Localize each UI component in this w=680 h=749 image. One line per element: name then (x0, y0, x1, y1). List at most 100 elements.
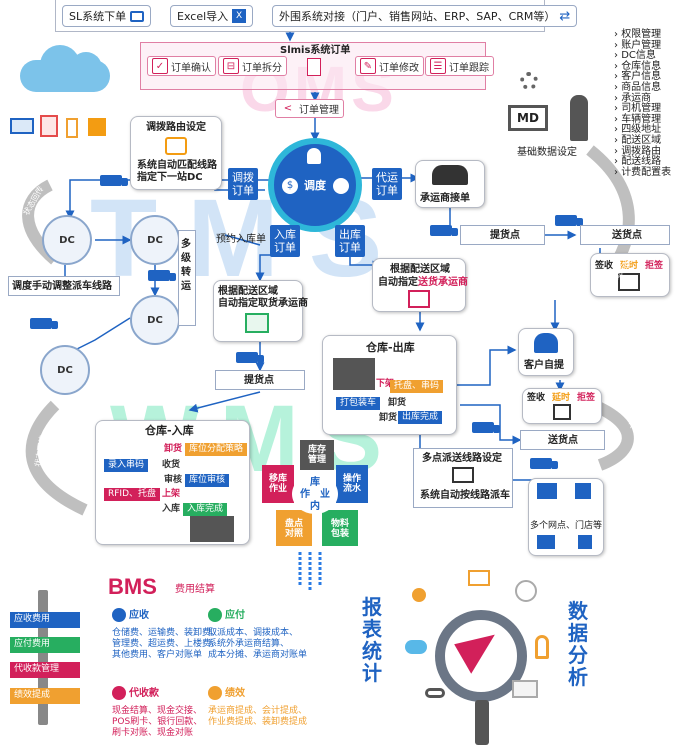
carrier-label: 承运商接单 (420, 193, 470, 204)
order-modify-label: 订单修改 (379, 62, 419, 74)
pickup-label-mid: 提货点 (244, 375, 274, 386)
sl-order-button[interactable]: SL系统下单 (62, 5, 152, 27)
truck-icon (430, 225, 458, 236)
delivery-bar-mid (520, 430, 605, 450)
region-delivery-label-c: 送货承运商 (418, 277, 468, 288)
receivable-items: 仓储费、运输费、装卸费、 管理费、超运费、上楼费、 其他费用、客户对账单 (112, 628, 221, 660)
region-delivery-label-a: 根据配送区域 (390, 264, 450, 275)
master-item: 权限管理 (614, 29, 671, 41)
manual-adjust-box (8, 276, 120, 296)
computer-icon (130, 10, 145, 22)
sl-order-label: SL系统下单 (69, 10, 127, 23)
order-confirm-button[interactable]: ✓订单确认 (147, 56, 216, 76)
multi-transfer-box (178, 230, 196, 326)
magnifier-handle (475, 700, 489, 745)
payable-icon (208, 608, 222, 622)
delivery-label-top: 送货点 (612, 230, 642, 241)
house-icon (578, 535, 592, 549)
multi-route-title: 多点派送线路设定 (422, 453, 502, 464)
pickup-bar-mid (215, 370, 305, 390)
multi-route-desc: 系统自动按线路派车 (420, 490, 510, 501)
truck-icon (148, 270, 176, 281)
globe-icon (515, 580, 537, 602)
route-setting-title: 调拨路由设定 (146, 122, 206, 133)
data-analysis-label: 数 据 分 析 (568, 599, 588, 689)
bms-subtitle: 费用结算 (175, 584, 215, 595)
md-board-icon: MD (508, 105, 548, 131)
order-manage-button[interactable]: <订单管理 (275, 99, 344, 118)
report-stats-label: 报 表 统 计 (362, 595, 382, 685)
store-icon (537, 535, 555, 549)
unshelve-tag: 下架 (376, 379, 395, 389)
scan-serial-tag: 录入串码 (104, 459, 149, 472)
receive-tag: 收货 (162, 460, 181, 470)
sign-doc-icon (618, 273, 640, 291)
warehouse-ops-center: 库 作 业 内 (292, 474, 338, 514)
kpi-items: 承运商提成、会计提成、 作业费提成、装卸费提成 (208, 706, 308, 727)
dc-node: DC (130, 295, 180, 345)
pickup-label-top: 提货点 (490, 230, 520, 241)
payable-items: 取派成本、调拨成本、 系统外承运商结算、 成本分摊、承运商对账单 (208, 628, 308, 660)
order-track-button[interactable]: ☰订单跟踪 (425, 56, 494, 76)
network-icon (452, 467, 474, 483)
share-icon: < (283, 103, 293, 114)
cod-icon (112, 686, 126, 700)
pencil-icon: ✎ (360, 58, 376, 74)
move-stock-segment: 移库 作业 (262, 465, 294, 503)
region-delivery-card (372, 258, 466, 312)
master-item: 调拨路由 (614, 146, 671, 158)
dc-node: DC (130, 215, 180, 265)
region-delivery-label-b: 自动指定 (378, 277, 418, 288)
bms-tab-receivable[interactable]: 应收费用 (10, 612, 80, 628)
excel-icon: X (232, 9, 247, 23)
presenter-icon (570, 95, 588, 141)
excel-import-button[interactable]: Excel导入 X (170, 5, 254, 27)
bms-tab-kpi[interactable]: 绩效提成 (10, 688, 80, 704)
sign-label: 签收 (595, 261, 614, 271)
order-modify-button[interactable]: ✎订单修改 (355, 56, 424, 76)
stock-count-segment: 盘点 对照 (276, 510, 312, 546)
outbound-tag: 卸货 (379, 413, 398, 423)
location-audit-tag: 库位审核 (185, 474, 230, 487)
payable-header: 应付 (208, 606, 245, 622)
master-item: 车辆管理 (614, 114, 671, 126)
dc-node: DC (40, 345, 90, 395)
info-icon (412, 588, 426, 602)
truck-icon (30, 318, 58, 329)
monitor-icon (512, 680, 538, 698)
outbound-warehouse-title: 仓库-出库 (366, 341, 415, 354)
laptop-icon (10, 118, 34, 134)
master-data-label: 基础数据设定 (517, 147, 577, 158)
bms-tab-payable[interactable]: 应付费用 (10, 637, 80, 653)
bms-tab-cod[interactable]: 代收款管理 (10, 662, 80, 678)
route-pin-icon (165, 137, 187, 155)
dollar-icon: $ (282, 178, 298, 194)
person-icon (307, 148, 321, 164)
phone-icon (66, 118, 78, 138)
delay-label: 延时 (552, 393, 571, 403)
order-confirm-label: 订单确认 (171, 62, 211, 74)
delivery-bar-top (580, 225, 670, 245)
home-icon (88, 118, 106, 136)
order-split-button[interactable]: ⊟订单拆分 (218, 56, 287, 76)
customer-pickup-label: 客户自提 (524, 360, 564, 371)
kpi-header: 绩效 (208, 684, 245, 700)
shelve-tag: 上架 (162, 489, 181, 499)
pack-load-tag: 打包装车 (336, 397, 381, 410)
magnifier-icon (435, 610, 527, 702)
external-systems-button[interactable]: 外围系统对接（门户、销售网站、ERP、SAP、CRM等） ⇄ (272, 5, 578, 27)
master-item: 配送区域 (614, 135, 671, 147)
transfer-order-label: 调拨 订单 (228, 168, 258, 200)
reject-label: 拒签 (577, 393, 596, 403)
receivable-icon (112, 608, 126, 622)
clock-icon (333, 178, 349, 194)
proxy-order-label: 代运 订单 (372, 168, 402, 200)
master-item: 商品信息 (614, 82, 671, 94)
dc-node: DC (42, 215, 92, 265)
master-item: 承运商 (614, 93, 671, 105)
sign-label: 签收 (527, 393, 546, 403)
pickup-bar-top (460, 225, 545, 245)
outbound-done-tag: 出库完成 (398, 411, 443, 424)
cod-items: 现金结算、现金交接、 POS刷卡、银行回款、 刷卡对账、现金对账 (112, 706, 203, 738)
